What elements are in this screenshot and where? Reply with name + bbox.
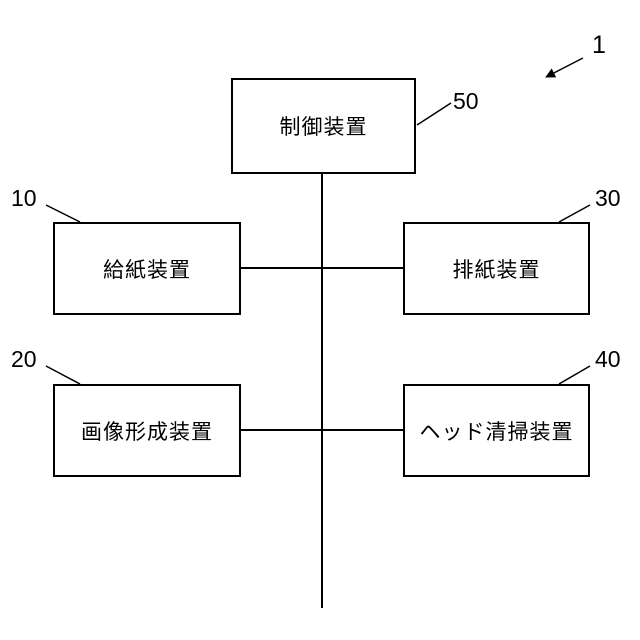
leader-line-40 bbox=[559, 366, 590, 384]
leader-line-50 bbox=[417, 103, 451, 125]
paper-discharge-device-label: 排紙装置 bbox=[453, 254, 541, 284]
control-device-label: 制御装置 bbox=[280, 111, 368, 141]
paper-feed-device-ref: 10 bbox=[11, 187, 37, 210]
leader-line-20 bbox=[46, 366, 80, 384]
paper-feed-device-box: 給紙装置 bbox=[53, 222, 241, 315]
paper-feed-device-label: 給紙装置 bbox=[103, 254, 191, 284]
leader-line-10 bbox=[46, 205, 80, 222]
image-forming-device-ref: 20 bbox=[11, 348, 37, 371]
leader-line-30 bbox=[559, 205, 590, 222]
head-cleaning-device-box: ヘッド清掃装置 bbox=[403, 384, 590, 477]
head-cleaning-device-label: ヘッド清掃装置 bbox=[420, 416, 574, 446]
figure-ref-label: 1 bbox=[592, 33, 606, 58]
image-forming-device-box: 画像形成装置 bbox=[53, 384, 241, 477]
control-device-ref: 50 bbox=[453, 90, 479, 113]
head-cleaning-device-ref: 40 bbox=[595, 348, 621, 371]
paper-discharge-device-ref: 30 bbox=[595, 187, 621, 210]
control-device-box: 制御装置 bbox=[231, 78, 416, 174]
image-forming-device-label: 画像形成装置 bbox=[81, 416, 213, 446]
figure-ref-arrow bbox=[546, 58, 583, 77]
paper-discharge-device-box: 排紙装置 bbox=[403, 222, 590, 315]
